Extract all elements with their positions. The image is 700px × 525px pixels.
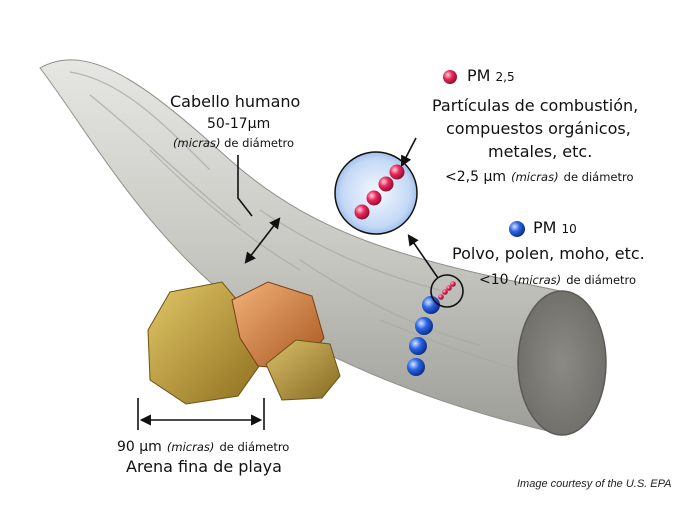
hair-size: 50-17μm	[207, 116, 271, 132]
hair-title: Cabello humano	[170, 92, 301, 111]
hair-suffix: de diámetro	[224, 136, 294, 150]
pm25-suffix: de diámetro	[563, 170, 634, 184]
pm25-size-note: <2,5 µm (micras) de diámetro	[445, 166, 634, 186]
pm25-description-line1: Partículas de combustión,	[432, 96, 639, 115]
pm10-label-main: PM	[533, 218, 557, 237]
hair-cross-section	[517, 290, 607, 436]
pm10-label: PM 10	[533, 218, 577, 237]
pm10-particle	[409, 337, 427, 355]
pm25-small-cluster	[430, 274, 464, 308]
pm10-size-note: <10 (micras) de diámetro	[479, 269, 636, 289]
human-hair	[39, 59, 607, 436]
zoom-arrow	[407, 234, 439, 279]
pm25-particle	[389, 164, 405, 180]
pm25-zoom-ring	[430, 274, 464, 308]
hair-leader-line	[237, 155, 253, 217]
pm25-pointer-arrow	[400, 137, 417, 167]
hair-unit: (micras)	[173, 136, 221, 150]
pm10-legend-dot	[509, 221, 525, 237]
pm25-particle	[378, 176, 394, 192]
pm25-unit: (micras)	[511, 170, 559, 184]
arrows	[137, 137, 439, 430]
hair-texture	[69, 71, 531, 373]
sand-size: 90 µm	[117, 439, 162, 455]
pm25-label-sub: 2,5	[495, 70, 515, 84]
pm25-label: PM 2,5	[467, 66, 515, 85]
pm10-label-sub: 10	[561, 222, 577, 236]
hair-diameter-note: (micras) de diámetro	[173, 136, 294, 151]
sand-grain-right	[265, 339, 341, 401]
sand-grains	[147, 281, 341, 405]
pm25-particle	[366, 190, 382, 206]
image-credit: Image courtesy of the U.S. EPA	[517, 478, 672, 490]
sand-size-note: 90 µm (micras) de diámetro	[117, 436, 289, 456]
pm25-label-main: PM	[467, 66, 491, 85]
pm10-suffix: de diámetro	[566, 273, 637, 287]
pm25-particle	[354, 204, 370, 220]
pm10-unit: (micras)	[513, 273, 562, 287]
pm25-description-line3: metales, etc.	[488, 142, 593, 161]
pm10-size: <10	[479, 272, 509, 288]
pm10-description: Polvo, polen, moho, etc.	[452, 244, 645, 263]
pm25-size: <2,5 µm	[445, 169, 506, 185]
pm10-particle	[422, 296, 440, 314]
pm10-particle	[415, 317, 433, 335]
sand-suffix: de diámetro	[219, 440, 290, 454]
pm10-particle	[407, 358, 425, 376]
pm25-legend-dot	[443, 70, 457, 84]
pm25-description-line2: compuestos orgánicos,	[446, 119, 631, 138]
sand-title: Arena fina de playa	[126, 457, 282, 476]
sand-unit: (micras)	[166, 440, 215, 454]
hair-diameter-arrow	[244, 217, 281, 264]
pm10-particles	[407, 296, 440, 376]
pm25-magnified-bubble	[334, 151, 418, 235]
